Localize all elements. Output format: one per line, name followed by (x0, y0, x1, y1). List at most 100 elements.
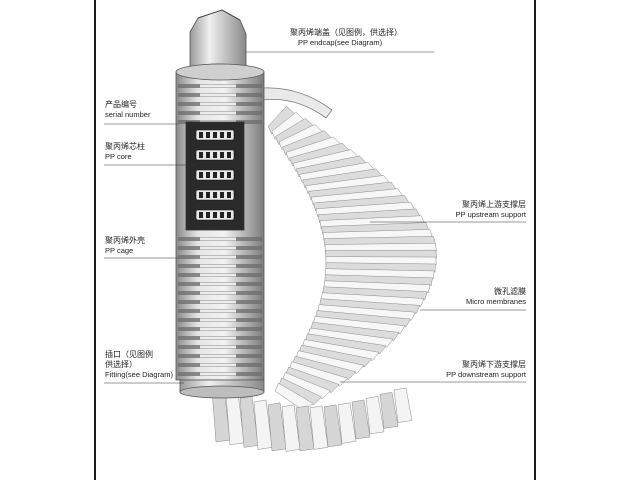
cage-rib-highlight (200, 300, 236, 304)
left-frame-line (94, 0, 96, 480)
cage-rib-highlight (200, 93, 236, 97)
pleated-membrane-fan (211, 105, 437, 452)
core-slot (206, 152, 210, 158)
membrane-pleat (281, 372, 331, 400)
fitting-label-zh2: 供选择） (105, 360, 137, 369)
core-slot (206, 132, 210, 138)
core-label-zh: 聚丙烯芯柱 (105, 142, 145, 151)
cage-rib-highlight (200, 237, 236, 241)
core-slot (220, 172, 224, 178)
core-slot (199, 192, 203, 198)
fitting-label: 插口（见图例 供选择） Fitting(see Diagram) (105, 350, 173, 380)
core-slot (206, 192, 210, 198)
core-slot (213, 212, 217, 218)
membrane-pleat (319, 298, 421, 314)
serial-number-label-zh: 产品编号 (105, 100, 137, 109)
cage-rib-highlight (200, 345, 236, 349)
cage-rib-highlight (200, 102, 236, 106)
core-slot (213, 152, 217, 158)
membrane-pleat-lower (337, 402, 357, 444)
membrane-pleat (317, 304, 416, 321)
membrane-pleat-lower (393, 387, 413, 423)
downstream-support-label-zh: 聚丙烯下游支撑层 (462, 360, 526, 369)
core-slot (227, 132, 231, 138)
upstream-support-label-zh: 聚丙烯上游支撑层 (462, 200, 526, 209)
endcap-label-zh: 聚丙烯端盖（见图例，供选择） (290, 28, 402, 37)
cage-rib-highlight (200, 318, 236, 322)
cage-rib-highlight (200, 246, 236, 250)
core-slot (220, 212, 224, 218)
membrane-pleat (312, 316, 406, 335)
membrane-label: 微孔滤膜 Micro membranes (440, 287, 526, 307)
core-slot (227, 212, 231, 218)
fitting-label-en: Fitting(see Diagram) (105, 370, 173, 379)
membrane-pleat-lower (323, 404, 343, 448)
endcap-label: 聚丙烯端盖（见图例，供选择） PP endcap(see Diagram) (290, 28, 402, 48)
upstream-support-band (261, 87, 333, 119)
core-slot (220, 132, 224, 138)
cage-rib-highlight (200, 327, 236, 331)
core-rings (195, 129, 235, 221)
membrane-pleat (304, 333, 387, 355)
cage-rib-highlight (200, 291, 236, 295)
membrane-pleat-lower (351, 399, 371, 440)
serial-number-label: 产品编号 serial number (105, 100, 150, 120)
membrane-pleat-lower (379, 392, 399, 429)
membrane-label-zh: 微孔滤膜 (494, 287, 526, 296)
core-slot (220, 152, 224, 158)
core-slot (227, 192, 231, 198)
core-slot (199, 152, 203, 158)
membrane-pleat (278, 377, 322, 406)
membrane-pleat (320, 292, 425, 307)
fitting-label-zh1: 插口（见图例 (105, 350, 153, 359)
cage-rib-highlight (200, 264, 236, 268)
cage-rib-highlight (200, 372, 236, 376)
cage-rib-highlight (200, 282, 236, 286)
membrane-pleat (295, 350, 365, 374)
core-slot (206, 172, 210, 178)
core-slot (220, 192, 224, 198)
membrane-pleat (298, 344, 373, 368)
core-slot (206, 212, 210, 218)
core-label-en: PP core (105, 152, 132, 161)
core-slot (213, 172, 217, 178)
cage-rib-highlight (200, 273, 236, 277)
membrane-pleat (292, 355, 357, 381)
membrane-pleat (307, 327, 394, 348)
cage-rib-highlight (200, 336, 236, 340)
fitting-bottom (179, 379, 265, 399)
cage-rib-highlight (200, 309, 236, 313)
core-slot (213, 192, 217, 198)
endcap-label-en: PP endcap(see Diagram) (298, 38, 383, 47)
core-slot (227, 172, 231, 178)
cage-rib-highlight (200, 354, 236, 358)
cage-rib-highlight (200, 111, 236, 115)
downstream-support-label-en: PP downstream support (446, 370, 526, 379)
core-label: 聚丙烯芯柱 PP core (105, 142, 145, 162)
leader-lines (104, 51, 526, 384)
membrane-pleat-lower (309, 405, 329, 450)
cage-rib-highlight (200, 84, 236, 88)
core-slot (213, 132, 217, 138)
upstream-support-label-en: PP upstream support (455, 210, 526, 219)
right-frame-line (534, 0, 536, 480)
membrane-label-en: Micro membranes (465, 297, 526, 306)
cage-rib-highlight (200, 255, 236, 259)
serial-number-label-en: serial number (105, 110, 151, 119)
membrane-pleat-lower (365, 396, 385, 435)
cartridge-body (175, 63, 265, 381)
membrane-pleat (325, 249, 437, 259)
cage-label: 聚丙烯外壳 PP cage (105, 236, 145, 256)
upstream-support-label: 聚丙烯上游支撑层 PP upstream support (430, 200, 526, 220)
core-slot (227, 152, 231, 158)
cage-rib-highlight (200, 363, 236, 367)
membrane-pleat (301, 339, 380, 361)
cage-label-zh: 聚丙烯外壳 (105, 236, 145, 245)
membrane-pleat (285, 366, 340, 393)
cage-label-en: PP cage (105, 246, 134, 255)
membrane-pleat (288, 361, 349, 387)
core-slot (199, 132, 203, 138)
downstream-support-label: 聚丙烯下游支撑层 PP downstream support (426, 360, 526, 380)
membrane-pleat (315, 310, 411, 328)
